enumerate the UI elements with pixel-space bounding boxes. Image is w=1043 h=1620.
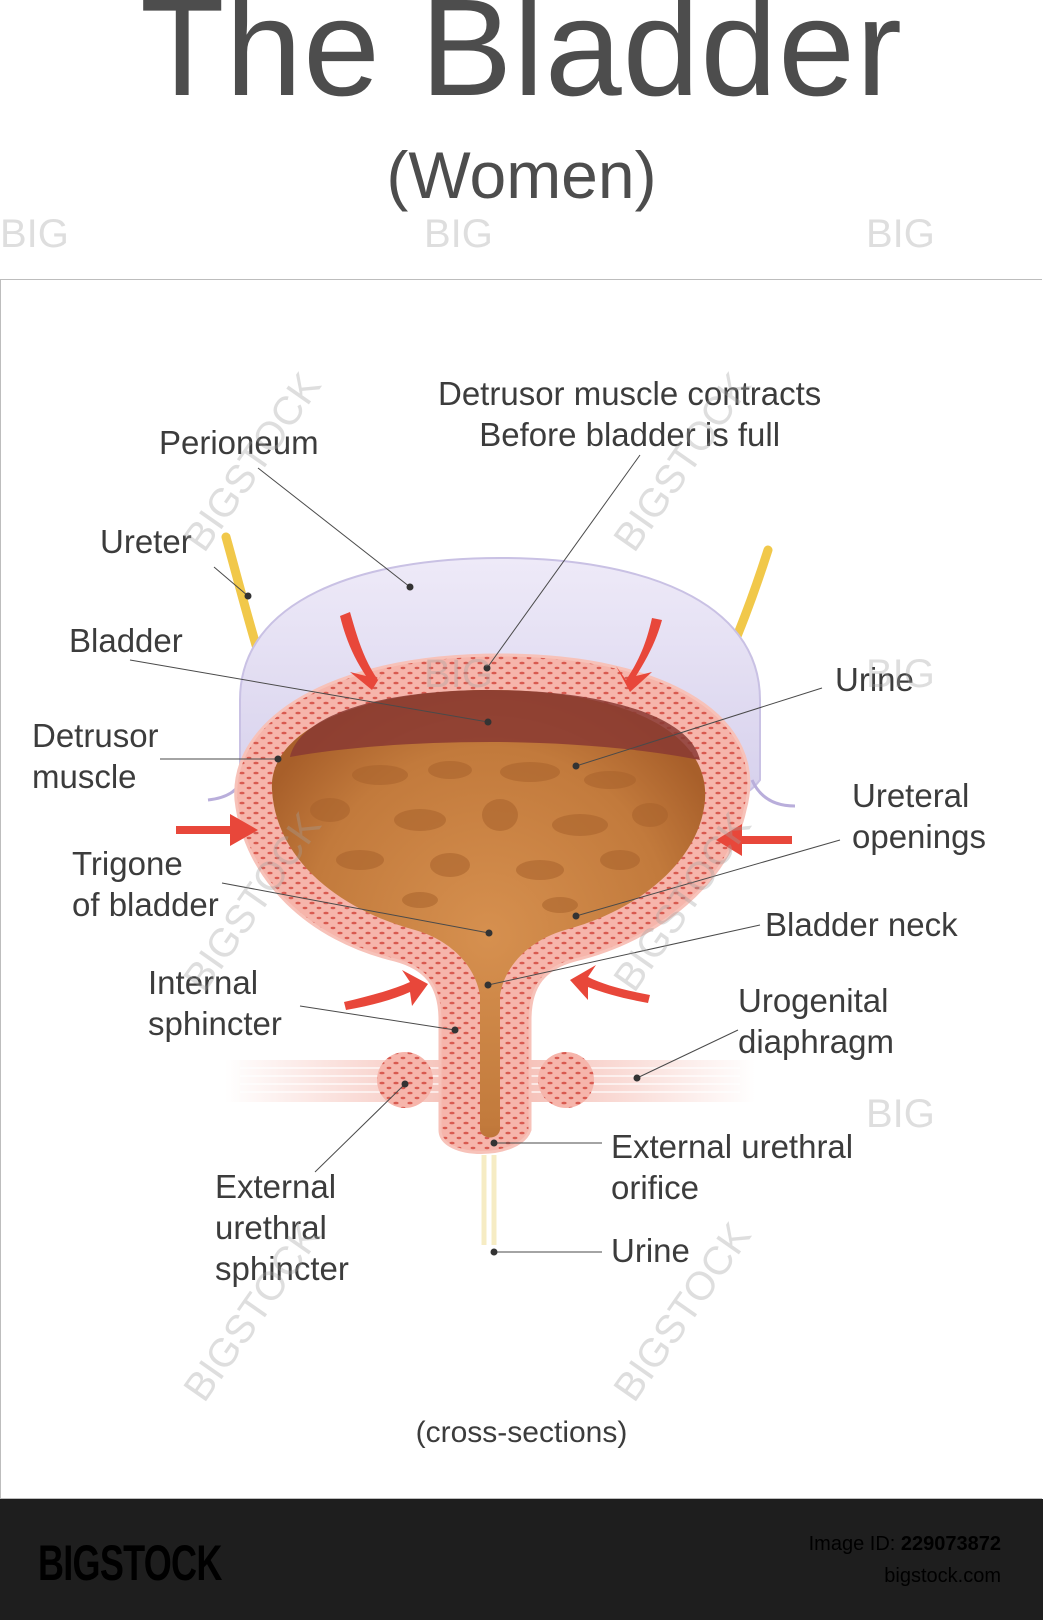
label-detrusor-contracts: Detrusor muscle contracts Before bladder… <box>438 375 822 453</box>
caption: (cross-sections) <box>415 1416 628 1449</box>
label-bladder: Bladder <box>69 622 183 659</box>
label-urine-bottom: Urine <box>611 1232 690 1269</box>
bladder-top-wall <box>290 690 700 760</box>
leader-dots <box>244 583 641 1256</box>
label-external-urethral-sphincter: External urethral sphincter <box>215 1168 349 1287</box>
bladder-urine <box>271 690 706 1138</box>
footer-logo: BIGSTOCK <box>38 1535 222 1591</box>
label-external-urethral-orifice: External urethral orifice <box>611 1128 854 1206</box>
bladder-diagram <box>129 454 841 1256</box>
label-urogenital-diaphragm: Urogenital diaphragm <box>738 982 894 1060</box>
mucosal-folds <box>310 761 668 913</box>
diagram-frame <box>0 279 1042 1499</box>
urine-stream <box>481 1155 497 1245</box>
label-urine-top: Urine <box>835 661 914 698</box>
perioneum-edge-right <box>750 779 796 808</box>
label-internal-sphincter: Internal sphincter <box>148 964 282 1042</box>
page-subtitle: (Women) <box>386 138 657 212</box>
image-id-value: 229073872 <box>900 1533 1001 1555</box>
footer-site: bigstock.com <box>884 1565 1001 1587</box>
label-ureteral-openings: Ureteral openings <box>852 777 986 855</box>
label-bladder-neck: Bladder neck <box>765 906 958 943</box>
contraction-arrows <box>176 612 792 1010</box>
footer-bar: BIGSTOCK Image ID: 229073872 bigstock.co… <box>0 1499 1043 1620</box>
label-detrusor-muscle: Detrusor muscle <box>32 717 159 795</box>
image-id-label: Image ID: <box>808 1533 901 1555</box>
label-perioneum: Perioneum <box>159 424 319 461</box>
leader-lines <box>129 454 841 1253</box>
image-id: Image ID: 229073872 <box>809 1533 1001 1556</box>
label-trigone: Trigone of bladder <box>72 845 219 923</box>
page-title: The Bladder <box>140 0 903 125</box>
label-ureter: Ureter <box>100 523 192 560</box>
